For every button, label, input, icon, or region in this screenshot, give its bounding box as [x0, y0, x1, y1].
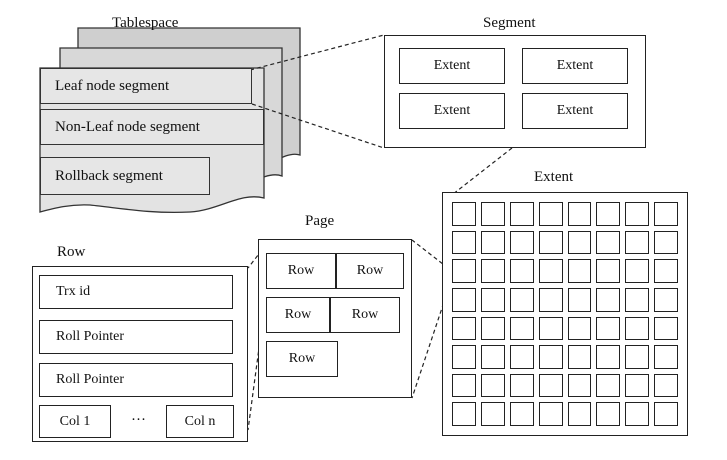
extent-page-cell [452, 287, 476, 312]
row-field-roll-pointer: Roll Pointer [39, 320, 233, 354]
page-row: Row [266, 297, 330, 333]
connector-extent-to-grid [447, 147, 513, 199]
extent-page-cell [452, 345, 476, 369]
extent-page-cell [654, 230, 678, 255]
extent-page-cell [625, 402, 650, 426]
extent-page-cell [538, 202, 563, 226]
extent-page-cell [567, 202, 592, 226]
segment-extent: Extent [399, 93, 505, 129]
row-field-roll-pointer: Roll Pointer [39, 363, 233, 397]
extent-page-cell [567, 287, 592, 312]
extent-page-cell [452, 202, 476, 226]
extent-page-cell [567, 316, 592, 341]
extent-page-grid [448, 198, 682, 430]
non-leaf-node-segment: Non-Leaf node segment [40, 109, 264, 145]
extent-page-cell [452, 259, 476, 283]
extent-page-cell [509, 316, 534, 341]
row-field-trx-id: Trx id [39, 275, 233, 309]
extent-page-cell [596, 202, 621, 226]
extent-page-cell [567, 373, 592, 398]
extent-title: Extent [534, 169, 574, 185]
extent-page-cell [480, 287, 505, 312]
extent-page-cell [567, 259, 592, 283]
extent-page-cell [654, 373, 678, 398]
page-row: Row [336, 253, 404, 289]
extent-page-cell [625, 287, 650, 312]
tablespace-title: Tablespace [112, 15, 179, 31]
extent-page-cell [452, 230, 476, 255]
extent-page-cell [654, 345, 678, 369]
extent-page-cell [509, 259, 534, 283]
extent-page-cell [480, 402, 505, 426]
extent-page-cell [480, 202, 505, 226]
extent-page-cell [625, 230, 650, 255]
extent-page-cell [509, 287, 534, 312]
extent-page-cell [509, 373, 534, 398]
extent-page-cell [596, 373, 621, 398]
segment-extent: Extent [522, 93, 628, 129]
extent-page-cell [538, 230, 563, 255]
extent-page-cell [654, 259, 678, 283]
extent-page-cell [480, 316, 505, 341]
extent-page-cell [567, 402, 592, 426]
extent-page-cell [509, 230, 534, 255]
extent-page-cell [452, 402, 476, 426]
segment-extent: Extent [399, 48, 505, 84]
extent-page-cell [654, 402, 678, 426]
row-title: Row [57, 244, 86, 260]
extent-page-cell [538, 345, 563, 369]
extent-page-cell [480, 345, 505, 369]
extent-page-cell [596, 287, 621, 312]
page-row: Row [330, 297, 400, 333]
connector-leaf-to-segment-bottom [251, 103, 385, 149]
extent-page-cell [654, 202, 678, 226]
extent-page-cell [509, 202, 534, 226]
extent-page-cell [538, 373, 563, 398]
connector-grid-to-page-bottom [411, 289, 449, 399]
extent-page-cell [567, 345, 592, 369]
extent-page-cell [538, 259, 563, 283]
extent-page-cell [654, 287, 678, 312]
extent-page-cell [452, 373, 476, 398]
connector-leaf-to-segment-top [249, 34, 385, 71]
extent-page-cell [625, 345, 650, 369]
segment-extent: Extent [522, 48, 628, 84]
extent-page-cell [596, 345, 621, 369]
row-column-last: Col n [166, 405, 234, 438]
extent-page-cell [567, 230, 592, 255]
segment-title: Segment [483, 15, 536, 31]
extent-page-cell [452, 316, 476, 341]
leaf-node-segment: Leaf node segment [40, 68, 252, 104]
page-row: Row [266, 253, 336, 289]
extent-page-cell [596, 316, 621, 341]
extent-page-cell [480, 230, 505, 255]
rollback-segment: Rollback segment [40, 157, 210, 195]
extent-page-cell [625, 373, 650, 398]
extent-page-cell [654, 316, 678, 341]
extent-page-cell [625, 259, 650, 283]
extent-page-cell [480, 373, 505, 398]
extent-page-cell [509, 345, 534, 369]
page-title: Page [305, 213, 335, 229]
extent-page-cell [596, 259, 621, 283]
row-column-ellipsis: ··· [131, 412, 146, 428]
extent-page-cell [538, 402, 563, 426]
extent-page-cell [538, 287, 563, 312]
extent-page-cell [596, 230, 621, 255]
page-row: Row [266, 341, 338, 377]
extent-page-cell [538, 316, 563, 341]
extent-page-cell [480, 259, 505, 283]
extent-page-cell [596, 402, 621, 426]
extent-page-cell [509, 402, 534, 426]
row-column-first: Col 1 [39, 405, 111, 438]
extent-page-cell [625, 202, 650, 226]
extent-page-cell [625, 316, 650, 341]
